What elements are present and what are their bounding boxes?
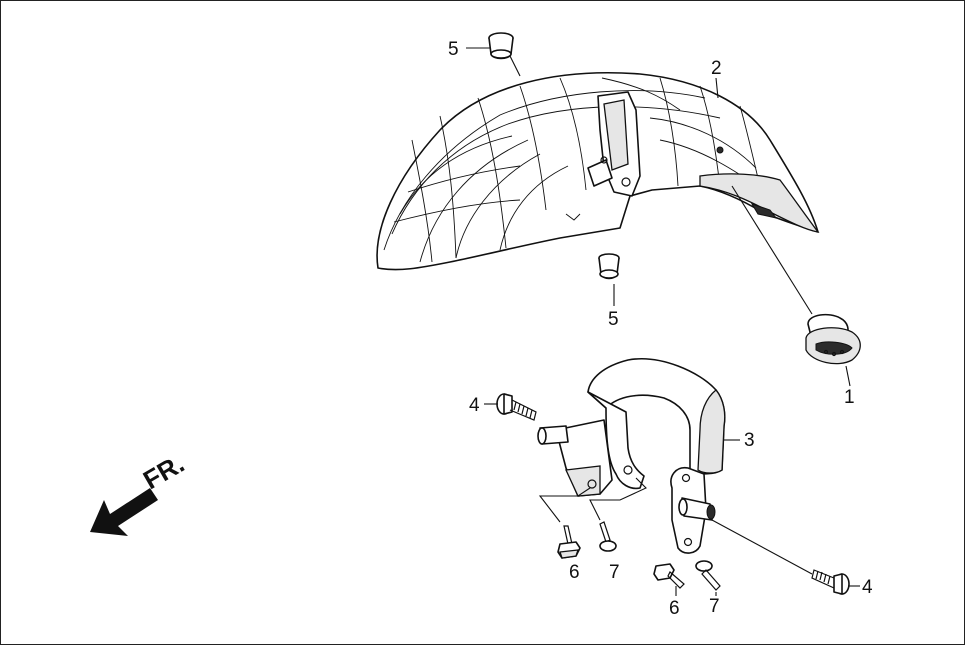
bolt-6-left: [557, 525, 581, 559]
callout-5-lower: 5: [608, 309, 619, 330]
bolt-4-lower: [811, 569, 850, 595]
leader-lines: [466, 47, 860, 596]
fender-bracket: [537, 358, 726, 554]
direction-label: FR.: [138, 448, 189, 495]
callout-7-right: 7: [709, 596, 720, 617]
callout-6-left: 6: [569, 562, 580, 583]
callout-5-upper: 5: [448, 39, 459, 60]
callout-4-upper: 4: [469, 395, 480, 416]
callout-4-lower: 4: [862, 577, 873, 598]
callout-6-right: 6: [669, 598, 680, 619]
screw-7-left: [599, 521, 617, 552]
callout-1: 1: [844, 387, 855, 408]
bolt-6-right: [653, 563, 685, 589]
screw-7-right: [695, 560, 721, 591]
callout-7-left: 7: [609, 562, 620, 583]
grommet-upper: [488, 32, 514, 60]
callout-3: 3: [744, 430, 755, 451]
grommet-lower: [598, 253, 620, 280]
front-direction-arrow: FR.: [90, 448, 189, 536]
bolt-4-upper: [496, 393, 537, 421]
callout-2: 2: [711, 58, 722, 79]
reflector-plug: [805, 313, 861, 365]
front-fender: [376, 71, 820, 271]
